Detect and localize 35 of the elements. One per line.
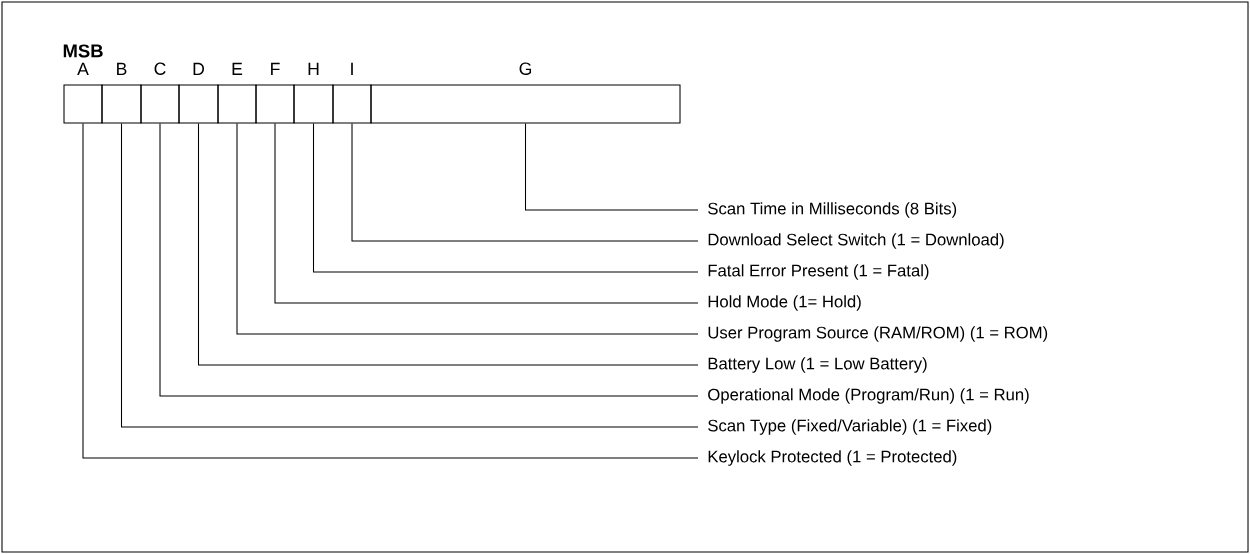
field-description: User Program Source (RAM/ROM) (1 = ROM) — [708, 326, 1048, 342]
node-label: B — [117, 62, 127, 75]
field-description: Scan Type (Fixed/Variable) (1 = Fixed) — [708, 419, 992, 435]
bit-field: I — [332, 62, 372, 124]
node-label: A — [77, 62, 89, 75]
bit-field: C — [140, 62, 180, 124]
field-description: Fatal Error Present (1 = Fatal) — [708, 264, 929, 280]
register-label: MSB — [63, 44, 103, 58]
node-label: G — [519, 62, 532, 75]
leader-line — [197, 123, 699, 366]
field-description: Scan Time in Milliseconds (8 Bits) — [708, 202, 957, 218]
leader-line — [525, 123, 699, 211]
field-description: Operational Mode (Program/Run) (1 = Run) — [708, 388, 1029, 404]
field-description: Download Select Switch (1 = Download) — [708, 233, 1004, 249]
bit-field: A — [63, 62, 103, 124]
field-description: Keylock Protected (1 = Protected) — [708, 450, 957, 466]
bit-field: D — [178, 62, 219, 124]
bit-field: H — [293, 62, 334, 124]
node-label: E — [232, 62, 243, 75]
bit-field: B — [101, 62, 142, 124]
bit-field: G — [370, 62, 681, 124]
node-label: F — [271, 62, 280, 75]
node-label: H — [308, 62, 319, 75]
bit-field: F — [255, 62, 295, 124]
node-label: I — [351, 62, 353, 75]
leader-line — [351, 123, 699, 242]
leader-line — [313, 123, 699, 273]
node-label: D — [193, 62, 205, 75]
leader-line — [274, 123, 699, 304]
node-label: C — [154, 62, 166, 75]
bit-field: E — [217, 62, 257, 124]
field-description: Battery Low (1 = Low Battery) — [708, 357, 927, 373]
leader-line — [236, 123, 699, 335]
leader-line — [159, 123, 699, 397]
field-description: Hold Mode (1= Hold) — [708, 295, 861, 311]
